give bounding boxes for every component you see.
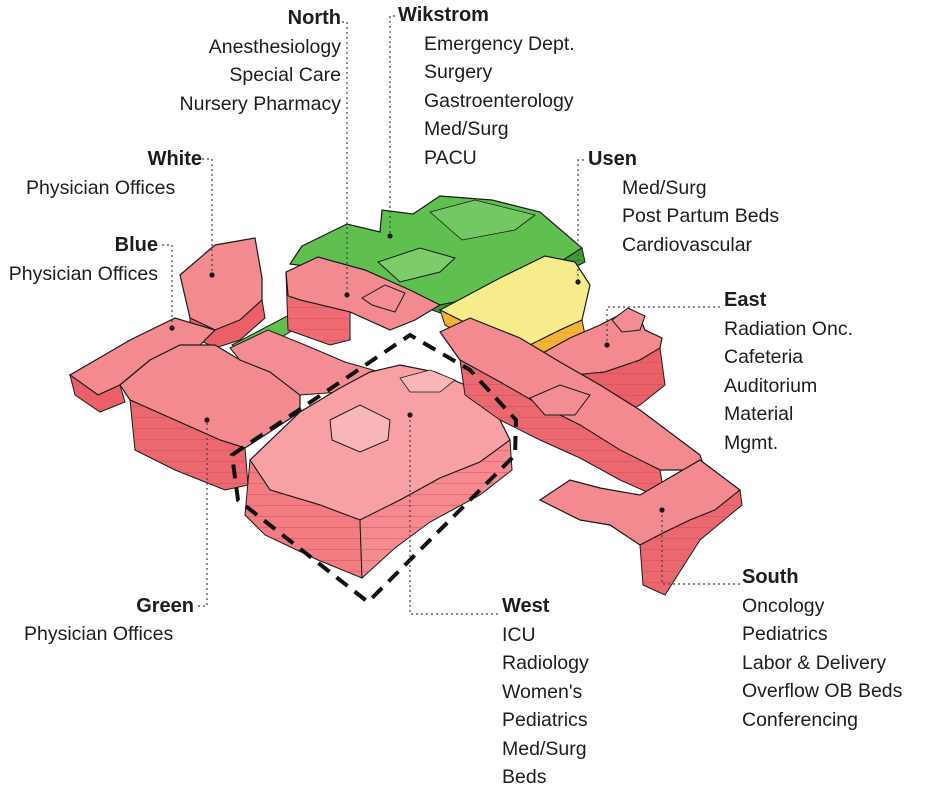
label-south: South Oncology Pediatrics Labor & Delive… <box>742 563 902 734</box>
north-box <box>361 284 406 313</box>
usen-dept: Med/Surg <box>622 176 707 199</box>
south-dept: Overflow OB Beds <box>742 680 903 702</box>
east-title: East <box>724 289 767 311</box>
south-dept: Pediatrics <box>742 623 828 645</box>
building-west-mass <box>244 364 513 580</box>
south-dept: Labor & Delivery <box>742 651 887 674</box>
west-roof-step <box>399 369 456 393</box>
leader-anchor-dots <box>169 233 665 513</box>
label-blue: Blue Physician Offices <box>9 231 158 288</box>
west-dept: Med/Surg <box>502 737 587 760</box>
south-title: South <box>742 566 799 588</box>
label-white: White <box>148 145 202 174</box>
anchor-south <box>659 507 665 513</box>
leader-usen <box>577 159 584 282</box>
west-dept: ICU <box>502 623 536 646</box>
blue-side <box>69 373 126 413</box>
wikstrom-dept-list: Emergency Dept. Surgery Gastroenterology… <box>398 30 575 173</box>
label-green: Green <box>136 592 194 621</box>
green-dept: Physician Offices <box>24 623 174 645</box>
leader-lines <box>162 15 740 615</box>
usen-dept: Cardiovascular <box>622 233 753 256</box>
usen-dept: Post Partum Beds <box>622 205 780 227</box>
south-wing-floors <box>640 490 742 595</box>
leader-south <box>661 510 740 585</box>
label-green-dept: Physician Offices <box>24 620 173 649</box>
white-title: White <box>147 148 202 170</box>
east-dept: Auditorium <box>724 374 818 397</box>
label-white-dept: Physician Offices <box>26 174 175 203</box>
leader-blue <box>162 244 173 328</box>
north-title: North <box>287 7 341 29</box>
west-side-floors <box>360 440 512 578</box>
leader-white <box>202 158 213 275</box>
wikstrom-dept: Med/Surg <box>424 118 509 140</box>
wikstrom-dept: PACU <box>424 146 477 169</box>
anchor-blue <box>169 325 175 331</box>
leader-west <box>409 415 498 615</box>
anchor-west <box>407 412 413 418</box>
blue-title: Blue <box>114 234 158 256</box>
wikstrom-tower <box>377 247 456 283</box>
north-side-floors <box>286 272 350 345</box>
usen-title: Usen <box>588 148 637 170</box>
wikstrom-dept: Surgery <box>424 61 493 83</box>
usen-side-floors <box>440 310 585 362</box>
leader-north <box>342 21 348 295</box>
building-green-mass <box>119 329 381 491</box>
anchor-east <box>604 342 610 348</box>
green-side-floors <box>130 400 248 490</box>
anchor-white <box>209 272 215 278</box>
wikstrom-upper <box>429 199 536 241</box>
label-west: West ICU Radiology Women's Pediatrics Me… <box>502 592 589 792</box>
west-dept: Women's <box>502 680 583 703</box>
anchor-wikstrom <box>387 233 393 239</box>
west-dept: Pediatrics <box>502 709 588 731</box>
east-box <box>611 307 646 333</box>
wikstrom-title: Wikstrom <box>398 4 489 26</box>
north-dept: Anesthesiology <box>208 35 341 58</box>
east-dept: Radiation Onc. <box>724 317 853 340</box>
anchor-north <box>344 292 350 298</box>
label-east: East Radiation Onc. Cafeteria Auditorium… <box>724 286 853 457</box>
west-dept: Beds <box>502 766 547 788</box>
anchor-usen <box>575 279 581 285</box>
green-title: Green <box>136 595 194 617</box>
west-front-floors <box>245 460 362 578</box>
building-north-mass <box>285 256 442 346</box>
leader-wikstrom <box>389 15 395 236</box>
building-south-mass <box>439 317 743 596</box>
south-dept: Conferencing <box>742 708 858 731</box>
south-box <box>529 384 591 416</box>
label-usen: Usen Med/Surg Post Partum Beds Cardiovas… <box>588 145 779 259</box>
wikstrom-dept: Gastroenterology <box>424 89 574 112</box>
west-roof-box <box>329 404 391 453</box>
blue-dept: Physician Offices <box>8 262 158 285</box>
west-dept: Radiology <box>502 652 589 674</box>
label-north: North Anesthesiology Special Care Nurser… <box>180 4 341 118</box>
north-dept: Nursery Pharmacy <box>179 92 341 115</box>
usen-dept-list: Med/Surg Post Partum Beds Cardiovascular <box>588 174 779 260</box>
south-dept: Oncology <box>742 594 825 617</box>
white-dept: Physician Offices <box>26 177 176 199</box>
east-dept: Material <box>724 403 794 425</box>
east-dept: Cafeteria <box>724 346 804 368</box>
label-wikstrom: Wikstrom Emergency Dept. Surgery Gastroe… <box>398 1 575 172</box>
west-title: West <box>502 595 550 617</box>
east-dept: Mgmt. <box>724 431 779 454</box>
wikstrom-dept: Emergency Dept. <box>424 32 575 55</box>
west-highlight-outline <box>229 332 519 605</box>
anchor-green <box>204 417 210 423</box>
north-dept: Special Care <box>229 64 341 86</box>
south-core-floors <box>460 360 665 500</box>
